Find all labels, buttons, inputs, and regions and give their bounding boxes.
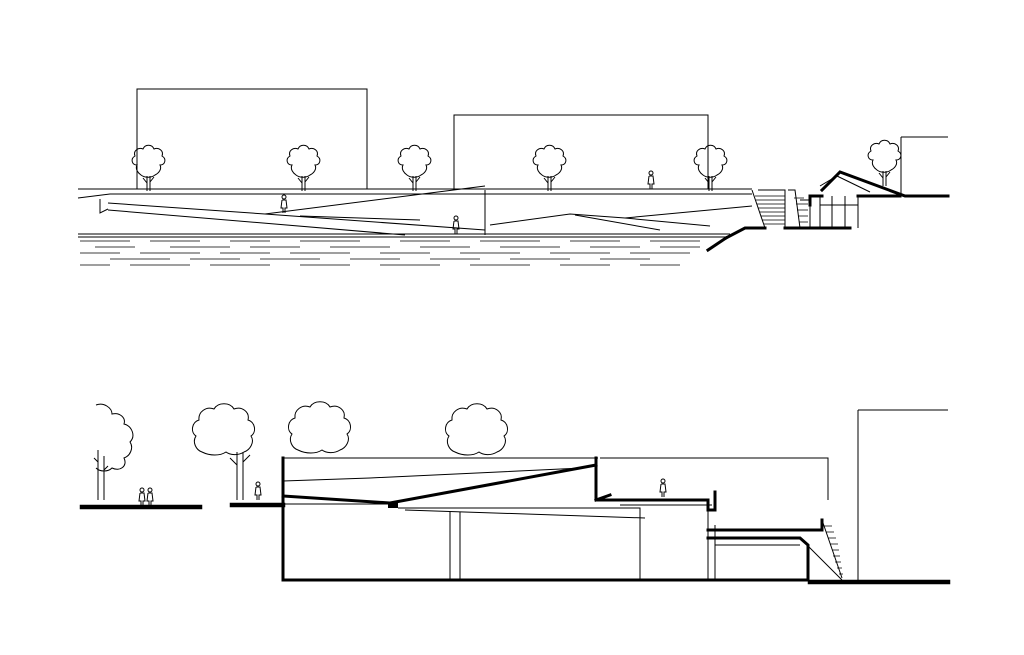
sunken-hall [281, 456, 829, 580]
upper-trees [131, 139, 902, 192]
lower-stairs [807, 519, 843, 581]
upper-section [77, 88, 950, 266]
waterfront-pavilion [808, 170, 950, 228]
ground-levels [79, 456, 951, 585]
lower-terrace [706, 518, 824, 582]
lower-trees [93, 401, 667, 507]
background-buildings [136, 88, 948, 196]
lower-section [79, 401, 951, 585]
upper-stairs [723, 189, 852, 241]
adjacent-building [857, 409, 948, 582]
ramped-plaza [77, 170, 753, 236]
waterline [78, 233, 730, 266]
water-hatch [80, 240, 700, 266]
